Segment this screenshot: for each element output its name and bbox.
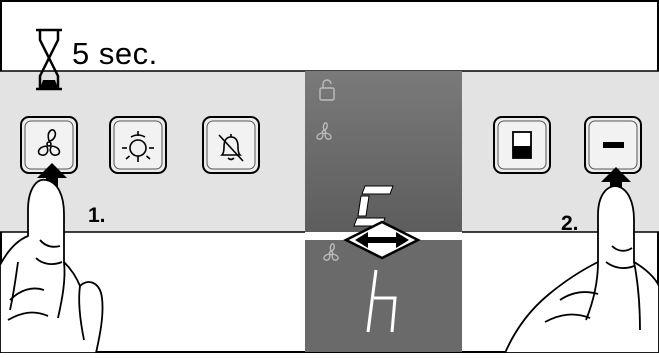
press-arrow-2-icon [601,167,631,194]
display-lower [305,240,462,352]
step-1-label: 1. [88,204,106,227]
filter-saturation-icon [512,131,532,159]
timer-label: 5 sec. [72,36,158,71]
segment-display-h [366,269,397,333]
fan-button[interactable] [20,116,78,174]
minus-button[interactable] [584,116,642,174]
step-2-label: 2. [561,212,579,235]
light-bulb-icon [122,131,154,162]
light-button[interactable] [109,116,167,174]
fan-icon [37,129,61,156]
display-upper [305,71,462,232]
right-hand-illustration [504,185,659,354]
lock-icon [319,79,335,101]
fan-indicator-icon [316,122,332,140]
alarm-off-button[interactable] [202,116,260,174]
swap-arrow-icon [343,220,421,260]
fan-indicator-lower-icon [323,243,339,261]
left-hand-illustration [0,178,104,354]
press-arrow-icon [37,163,67,190]
hourglass-icon [36,28,62,91]
segment-display-c [353,185,394,227]
minus-icon [603,142,624,148]
bell-crossed-icon [218,134,244,162]
filter-button[interactable] [493,116,551,174]
